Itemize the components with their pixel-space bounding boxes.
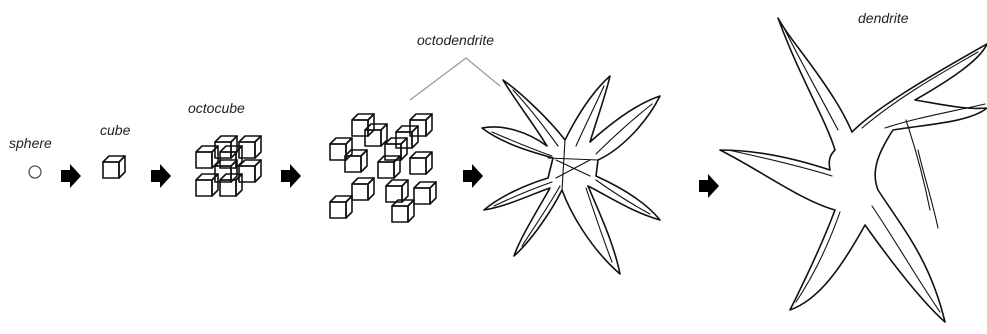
- label-cube: cube: [100, 122, 130, 138]
- label-octodendrite: octodendrite: [417, 32, 494, 48]
- octodendrite-shape: [482, 76, 660, 274]
- cube-shape: [103, 156, 125, 178]
- arrow-1: [61, 164, 81, 188]
- label-octocube: octocube: [188, 100, 245, 116]
- cube-cluster-shape: [330, 114, 436, 222]
- arrow-3: [281, 164, 301, 188]
- sphere-shape: [29, 166, 41, 178]
- dendrite-shape: [720, 18, 987, 322]
- arrow-5: [699, 174, 719, 198]
- octodendrite-leader-lines: [410, 58, 500, 100]
- octocube-shape: [196, 136, 261, 196]
- arrow-4: [463, 164, 483, 188]
- arrow-2: [151, 164, 171, 188]
- label-sphere: sphere: [9, 135, 52, 151]
- label-dendrite: dendrite: [858, 10, 909, 26]
